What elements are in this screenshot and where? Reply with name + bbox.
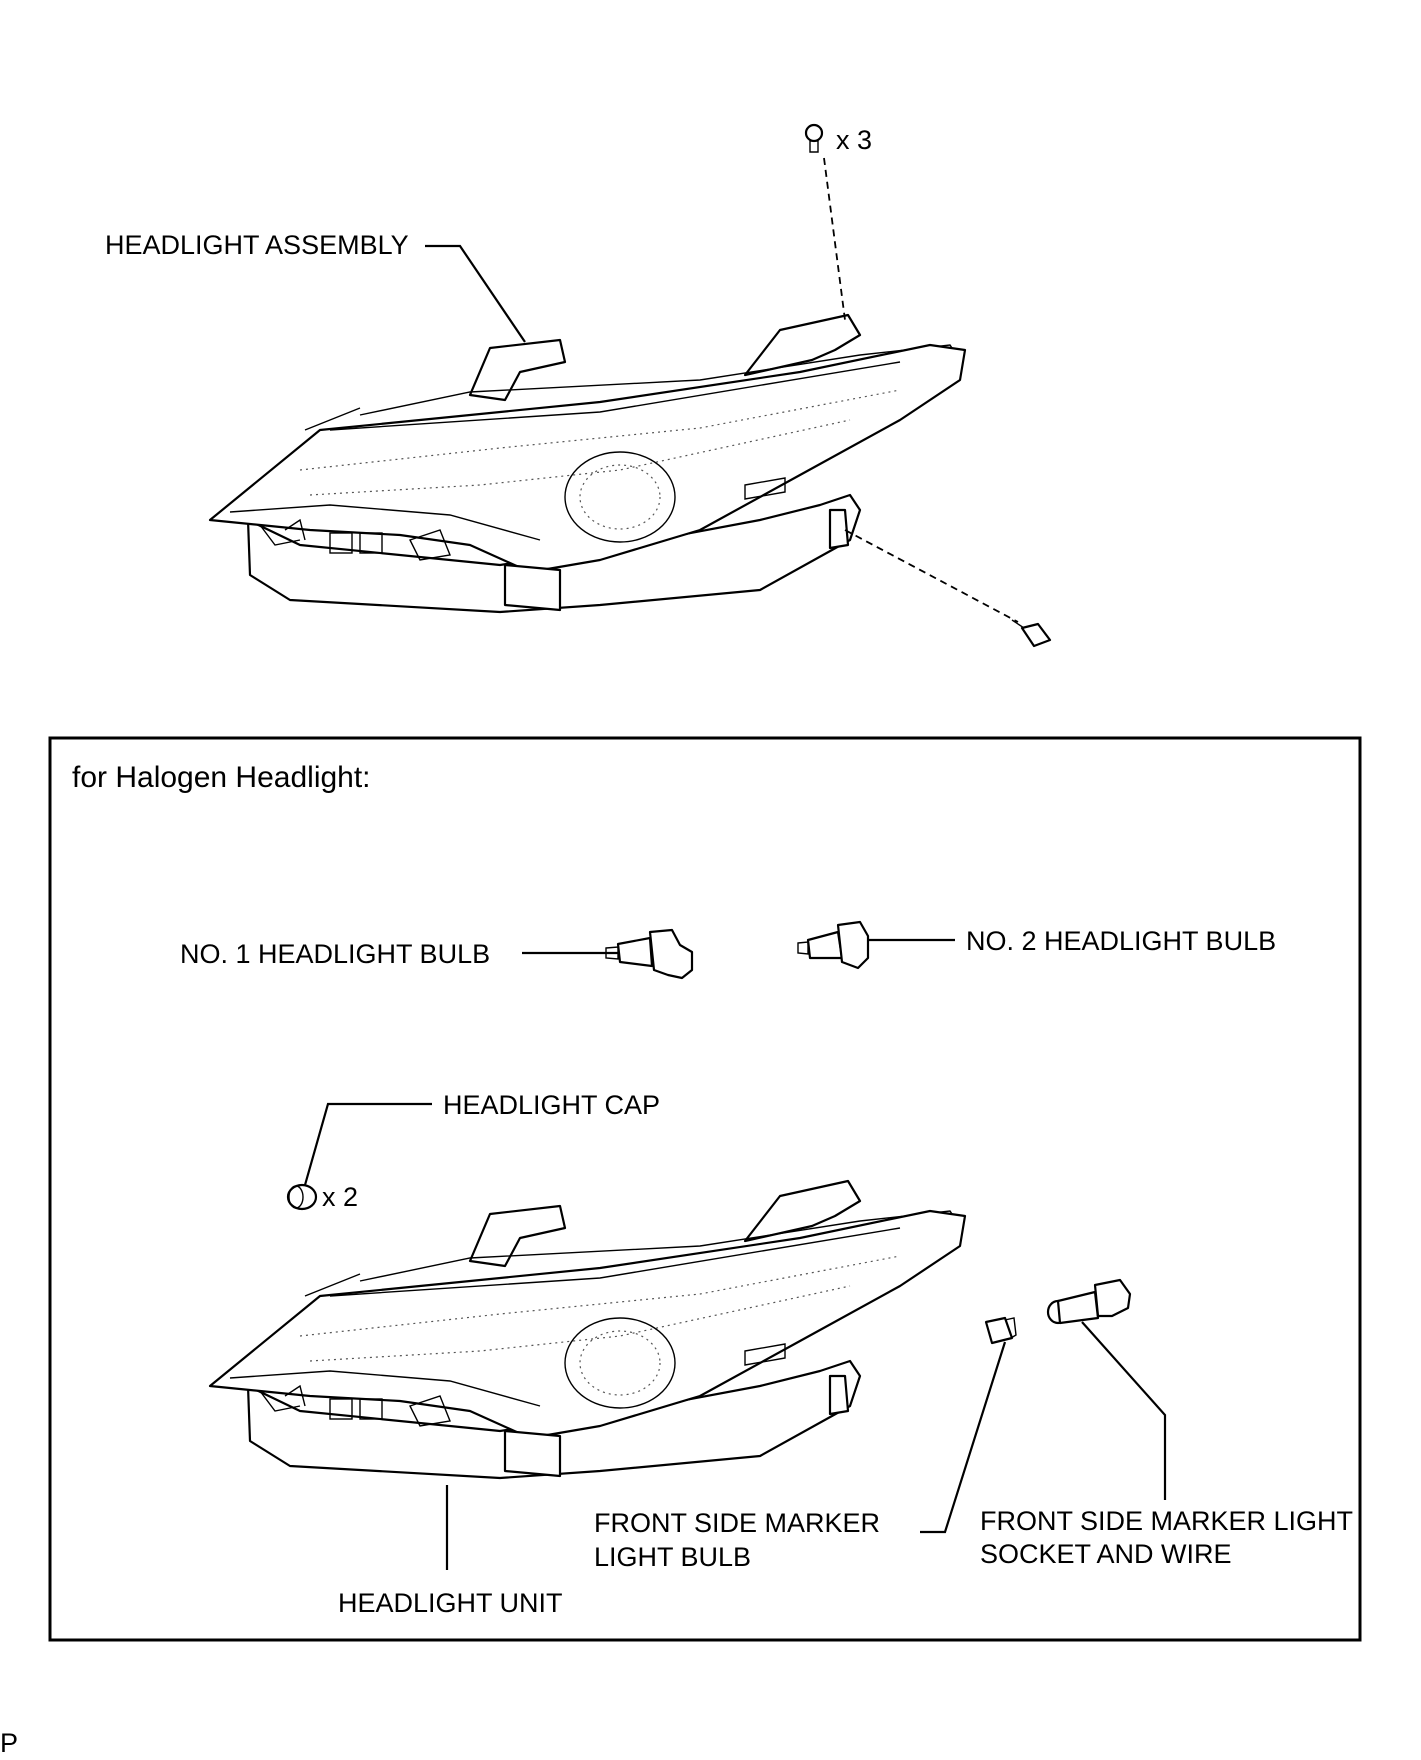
headlight-unit-label: HEADLIGHT UNIT xyxy=(338,1588,563,1618)
screw-count-label: x 3 xyxy=(836,125,872,155)
headlight-cap-icon xyxy=(286,1183,318,1211)
cap-label: HEADLIGHT CAP xyxy=(443,1090,660,1120)
clip-icon xyxy=(1011,619,1052,648)
corner-mark: P xyxy=(0,1728,18,1758)
screw-icon xyxy=(804,123,824,153)
marker-light-bulb-icon xyxy=(984,1316,1017,1345)
marker-bulb-leader xyxy=(920,1341,1007,1534)
marker-light-socket-icon xyxy=(1046,1278,1132,1325)
marker-socket-leader xyxy=(1081,1321,1167,1500)
marker-bulb-label-line2: LIGHT BULB xyxy=(594,1542,751,1572)
no2-bulb-label: NO. 2 HEADLIGHT BULB xyxy=(966,926,1276,956)
halogen-heading: for Halogen Headlight: xyxy=(72,761,371,794)
no1-headlight-bulb-icon xyxy=(605,928,694,980)
clip-guide-line xyxy=(844,529,1019,623)
screw-guide-line xyxy=(823,157,846,321)
headlight-assembly-leader xyxy=(425,244,526,343)
headlight-assembly-drawing xyxy=(208,313,967,614)
headlight-assembly-label: HEADLIGHT ASSEMBLY xyxy=(105,230,409,260)
no1-bulb-label: NO. 1 HEADLIGHT BULB xyxy=(180,939,490,969)
cap-count-label: x 2 xyxy=(322,1182,358,1212)
no2-headlight-bulb-icon xyxy=(797,920,870,970)
cap-leader xyxy=(303,1102,432,1186)
halogen-box xyxy=(48,736,1362,1642)
headlight-unit-drawing xyxy=(208,1179,967,1480)
marker-bulb-label-line1: FRONT SIDE MARKER xyxy=(594,1508,880,1538)
marker-socket-label-line1: FRONT SIDE MARKER LIGHT xyxy=(980,1506,1353,1536)
marker-socket-label-line2: SOCKET AND WIRE xyxy=(980,1539,1232,1569)
